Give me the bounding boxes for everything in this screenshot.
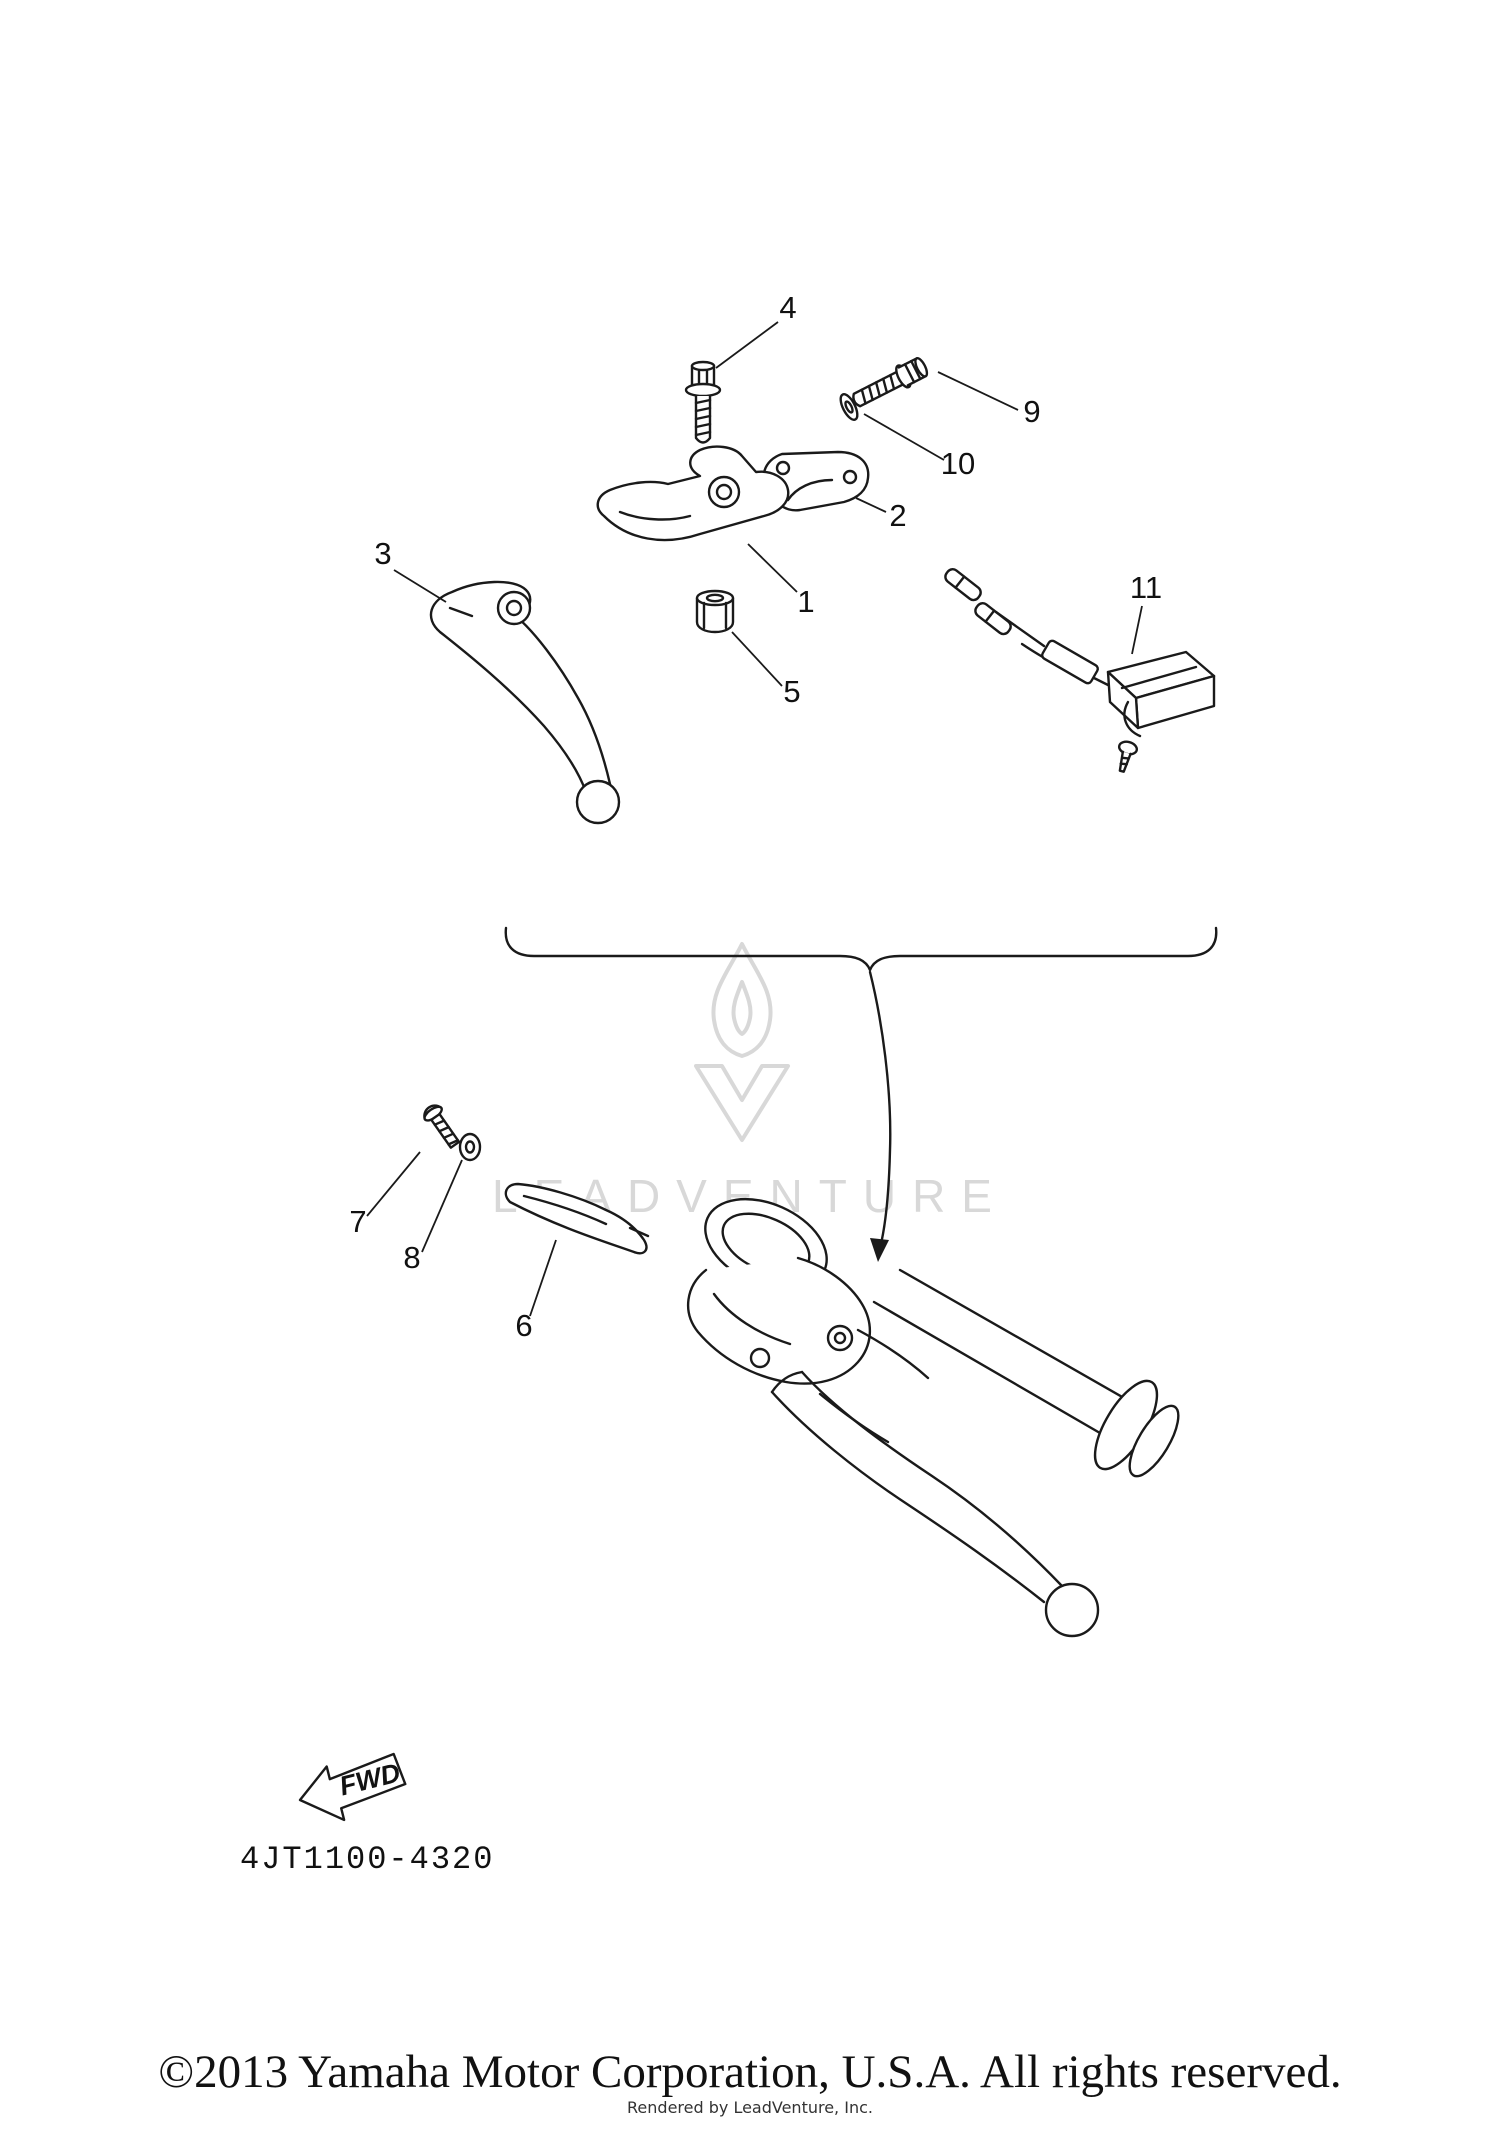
- part-bracket-6: [504, 1182, 650, 1255]
- part-nut-5: [695, 589, 735, 634]
- leadventure-watermark-icon: [694, 942, 790, 1142]
- rendered-by-text: Rendered by LeadVenture, Inc.: [627, 2098, 873, 2117]
- fwd-label: FWD: [336, 1757, 403, 1801]
- part-switch-11: [944, 568, 1216, 773]
- copyright-text: ©2013 Yamaha Motor Corporation, U.S.A. A…: [158, 2046, 1342, 2098]
- part-washer-8: [458, 1132, 482, 1162]
- part-bolt-9: [852, 357, 929, 408]
- fwd-stamp: FWD: [298, 1752, 407, 1822]
- callout-7: 7: [349, 1204, 366, 1239]
- leader-lines: [366, 321, 1143, 1317]
- part-lever-3: [429, 580, 621, 825]
- callout-5: 5: [783, 674, 800, 709]
- pointer-arrow: [868, 970, 892, 1262]
- callout-3: 3: [374, 536, 391, 571]
- part-code-label: 4JT1100-4320: [240, 1841, 494, 1878]
- part-screw-7: [423, 1104, 461, 1149]
- callout-1: 1: [797, 584, 814, 619]
- grouping-brace: [504, 926, 1218, 972]
- part-washer-10: [839, 393, 859, 421]
- part-perch-1: [596, 445, 790, 542]
- callout-6: 6: [515, 1308, 532, 1343]
- part-bolt-4: [684, 360, 722, 444]
- callout-8: 8: [403, 1240, 420, 1275]
- callout-2: 2: [889, 498, 906, 533]
- callout-4: 4: [779, 290, 796, 325]
- callout-11: 11: [1130, 570, 1162, 605]
- lever-assembly: [686, 1197, 1180, 1638]
- part-clamp-2: [762, 450, 870, 512]
- callout-9: 9: [1023, 394, 1040, 429]
- callout-10: 10: [941, 446, 975, 481]
